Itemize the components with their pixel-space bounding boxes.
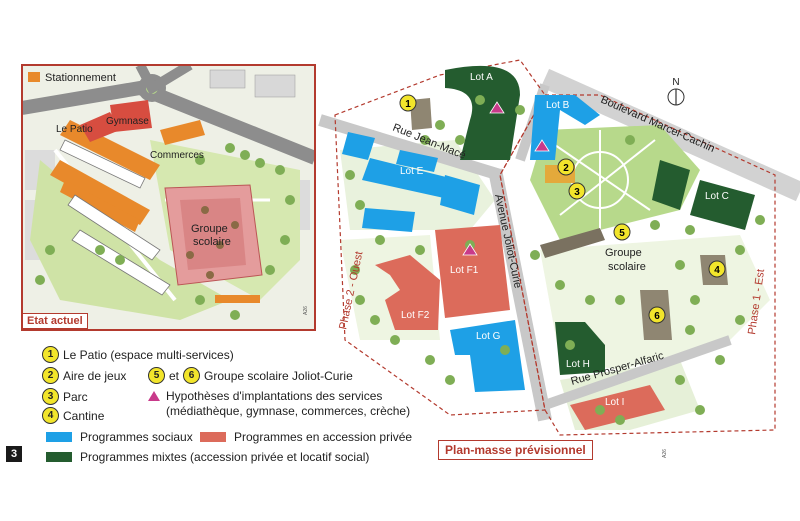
inset-legend-parking-label: Stationnement — [45, 72, 116, 84]
lot-i-label: Lot I — [605, 397, 624, 408]
legend-services-line1: Hypothèses d'implantations des services — [166, 389, 383, 403]
swatch-privee — [200, 432, 226, 442]
marker-1: 1 — [405, 99, 411, 110]
legend-label-3: Parc — [63, 389, 88, 404]
legend-item-1: 1 Le Patio (espace multi-services) — [42, 346, 234, 363]
lot-h-label: Lot H — [566, 359, 590, 370]
lot-e-label: Lot E — [400, 166, 424, 177]
lot-c-label: Lot C — [705, 191, 729, 202]
school-label-2: scolaire — [608, 261, 646, 273]
legend-marker-6: 6 — [183, 367, 201, 384]
legend-school-label: Groupe scolaire Joliot-Curie — [204, 368, 353, 383]
legend-item-mixtes: Programmes mixtes (accession privée et l… — [46, 450, 369, 464]
school-label-1: Groupe — [605, 247, 642, 259]
legend-marker-1: 1 — [42, 346, 59, 363]
lot-a-building — [445, 65, 520, 160]
marker-6: 6 — [654, 311, 660, 322]
lot-a-label: Lot A — [470, 72, 493, 83]
legend-sociaux: Programmes sociaux — [80, 430, 193, 444]
legend-item-services: Hypothèses d'implantations des services — [148, 389, 382, 403]
service-marker-lot-b — [534, 139, 550, 152]
swatch-mixtes — [46, 452, 72, 462]
marker-2: 2 — [563, 163, 569, 174]
inset-label-gymnase: Gymnase — [106, 116, 149, 127]
lot-e-buildings — [342, 132, 480, 232]
lot-b-label: Lot B — [546, 100, 570, 111]
inset-title: Etat actuel — [22, 313, 88, 329]
figure-number-badge: 3 — [6, 446, 22, 462]
inset-frame — [21, 64, 316, 331]
swatch-sociaux — [46, 432, 72, 442]
legend-and: et — [169, 368, 180, 383]
service-marker-lot-a — [489, 101, 505, 114]
legend-item-services-2: (médiathèque, gymnase, commerces, crèche… — [166, 404, 410, 418]
lot-f2-label: Lot F2 — [401, 310, 430, 321]
school-building — [540, 228, 605, 258]
lot-b-building — [530, 95, 600, 160]
legend-label-1: Le Patio (espace multi-services) — [63, 347, 234, 362]
inset-label-patio: Le Patio — [56, 124, 93, 135]
inset-credit: A26 — [303, 306, 309, 315]
lot-g-label: Lot G — [476, 331, 501, 342]
lot-f1-label: Lot F1 — [450, 265, 479, 276]
inset-label-school-2: scolaire — [193, 236, 231, 248]
inset-label-school-1: Groupe — [191, 223, 228, 235]
legend-marker-5: 5 — [148, 367, 165, 384]
lot-g-building — [450, 320, 525, 392]
legend-item-3: 3 Parc — [42, 388, 88, 405]
lot-f2-building — [375, 255, 440, 330]
lot-i-building — [570, 385, 665, 430]
north-label: N — [672, 77, 679, 88]
legend-item-school: 5 et 6 Groupe scolaire Joliot-Curie — [148, 367, 353, 384]
marker-3: 3 — [574, 187, 580, 198]
plan-title: Plan-masse prévisionnel — [438, 440, 593, 460]
legend-item-sociaux: Programmes sociaux — [46, 430, 193, 444]
parking-legend-swatch — [28, 72, 40, 82]
inset-label-commerces: Commerces — [150, 150, 204, 161]
legend-marker-3: 3 — [42, 388, 59, 405]
legend-marker-4: 4 — [42, 407, 59, 424]
legend-privee: Programmes en accession privée — [234, 430, 413, 444]
north-arrow-icon: N — [667, 77, 685, 106]
lot-f1-building — [435, 225, 510, 318]
legend-marker-2: 2 — [42, 367, 59, 384]
legend-label-2: Aire de jeux — [63, 368, 127, 383]
legend-label-4: Cantine — [63, 408, 105, 423]
legend-item-2: 2 Aire de jeux — [42, 367, 126, 384]
legend: 1 Le Patio (espace multi-services) 2 Air… — [34, 346, 434, 471]
legend-item-4: 4 Cantine — [42, 407, 104, 424]
legend-services-line2: (médiathèque, gymnase, commerces, crèche… — [166, 404, 411, 418]
marker-4: 4 — [714, 265, 720, 276]
lot-c-building — [652, 160, 690, 210]
lot-h-building — [555, 322, 605, 375]
marker-5: 5 — [619, 228, 625, 239]
services-triangle-icon — [148, 391, 160, 401]
service-marker-lot-f1 — [462, 243, 478, 256]
legend-item-privee: Programmes en accession privée — [200, 430, 412, 444]
legend-mixtes: Programmes mixtes (accession privée et l… — [80, 450, 370, 464]
plan-credit: A26 — [662, 449, 668, 458]
